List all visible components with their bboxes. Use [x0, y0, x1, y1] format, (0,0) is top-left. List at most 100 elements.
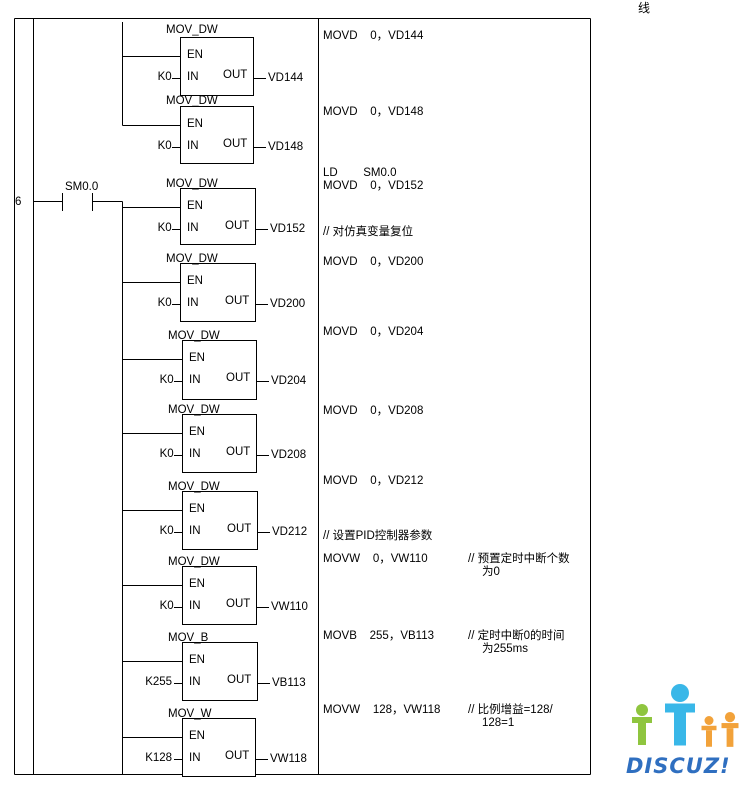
- block-box: [182, 340, 257, 400]
- en-label: EN: [189, 578, 205, 590]
- out-label: OUT: [226, 446, 251, 458]
- out-operand: VD144: [268, 72, 304, 84]
- comment-line: 为0: [482, 565, 500, 578]
- en-label: EN: [189, 654, 205, 666]
- comment-line: 为255ms: [482, 642, 529, 655]
- in-operand: K0: [159, 448, 174, 460]
- instruction-9: MOVB 255，VB113: [323, 630, 434, 643]
- comment-3: // 预置定时中断个数为0: [468, 553, 570, 578]
- instruction-2: MOVD 0，VD148: [323, 106, 423, 119]
- comment-2: // 设置PID控制器参数: [323, 530, 432, 543]
- en-label: EN: [187, 200, 203, 212]
- out-label: OUT: [226, 372, 251, 384]
- out-operand: VW110: [271, 601, 308, 613]
- out-label: OUT: [225, 750, 250, 762]
- comment-5: // 比例增益=128/128=1: [468, 704, 553, 729]
- instruction-line: MOVB 255，VB113: [323, 630, 435, 642]
- block-title: MOV_DW: [168, 330, 220, 342]
- out-label: OUT: [223, 69, 248, 81]
- en-label: EN: [187, 275, 203, 287]
- comment-line: // 预置定时中断个数: [468, 553, 570, 565]
- comment-line: // 对仿真变量复位: [323, 226, 414, 238]
- instruction-8: MOVW 0，VW110: [323, 553, 428, 566]
- in-operand: K0: [157, 71, 172, 83]
- discuz-logo: DISCUZ!: [622, 682, 747, 782]
- instruction-line: MOVW 0，VW110: [323, 553, 428, 565]
- block-box: [182, 718, 256, 777]
- in-label: IN: [187, 140, 199, 152]
- instruction-4: MOVD 0，VD200: [323, 256, 423, 269]
- block-title: MOV_DW: [168, 404, 220, 416]
- instruction-line: MOVD 0，VD200: [323, 256, 424, 268]
- instruction-line: MOVD 0，VD204: [323, 326, 424, 338]
- out-operand: VD204: [271, 375, 307, 387]
- instruction-line: MOVD 0，VD212: [323, 475, 424, 487]
- instruction-line: MOVD 0，VD152: [323, 179, 424, 192]
- en-label: EN: [189, 730, 205, 742]
- in-label: IN: [189, 600, 201, 612]
- block-title: MOV_W: [168, 708, 212, 720]
- in-label: IN: [187, 222, 199, 234]
- in-label: IN: [189, 525, 201, 537]
- out-operand: VB113: [272, 677, 306, 689]
- watermark-text: DISCUZ!: [626, 754, 731, 778]
- instruction-line: MOVD 0，VD208: [323, 405, 424, 417]
- in-operand: K255: [145, 676, 173, 688]
- en-label: EN: [189, 426, 205, 438]
- in-operand: K0: [157, 297, 172, 309]
- out-label: OUT: [223, 138, 248, 150]
- instruction-line: MOVW 128，VW118: [323, 704, 441, 716]
- in-label: IN: [189, 448, 201, 460]
- out-label: OUT: [227, 674, 252, 686]
- block-box: [180, 188, 256, 245]
- comment-line: // 设置PID控制器参数: [323, 530, 433, 542]
- block-box: [182, 491, 258, 550]
- block-title: MOV_DW: [168, 481, 220, 493]
- corner-char: 线: [638, 1, 651, 15]
- block-title: MOV_DW: [166, 95, 218, 107]
- people-icon: [632, 684, 739, 747]
- in-label: IN: [189, 676, 201, 688]
- in-operand: K128: [145, 752, 173, 764]
- comment-1: // 对仿真变量复位: [323, 226, 413, 239]
- in-label: IN: [187, 71, 199, 83]
- comment-4: // 定时中断0的时间为255ms: [468, 630, 564, 655]
- block-box: [182, 566, 257, 625]
- in-label: IN: [189, 752, 201, 764]
- block-box: [180, 37, 254, 96]
- en-label: EN: [187, 118, 203, 130]
- out-operand: VD148: [268, 141, 304, 153]
- block-box: [180, 106, 254, 164]
- network-number: 6: [15, 196, 22, 208]
- in-operand: K0: [159, 525, 174, 537]
- out-label: OUT: [226, 598, 251, 610]
- en-label: EN: [187, 49, 203, 61]
- instruction-5: MOVD 0，VD204: [323, 326, 423, 339]
- block-title: MOV_DW: [166, 24, 218, 36]
- out-operand: VW118: [270, 753, 307, 765]
- in-operand: K0: [157, 222, 172, 234]
- in-operand: K0: [159, 374, 174, 386]
- block-title: MOV_B: [168, 632, 209, 644]
- en-label: EN: [189, 503, 205, 515]
- contact-sm0-0: [62, 193, 93, 211]
- out-label: OUT: [227, 523, 252, 535]
- contact-label: SM0.0: [65, 181, 99, 193]
- in-label: IN: [187, 297, 199, 309]
- out-operand: VD208: [271, 449, 307, 461]
- out-label: OUT: [225, 220, 250, 232]
- block-box: [182, 642, 258, 701]
- in-label: IN: [189, 374, 201, 386]
- out-operand: VD152: [270, 223, 306, 235]
- block-title: MOV_DW: [168, 556, 220, 568]
- instruction-line: MOVD 0，VD148: [323, 106, 424, 118]
- block-box: [180, 263, 256, 322]
- comment-line: // 比例增益=128/: [468, 704, 553, 716]
- instruction-1: MOVD 0，VD144: [323, 30, 423, 43]
- comment-line: 128=1: [482, 716, 515, 729]
- out-operand: VD212: [272, 526, 308, 538]
- instruction-line: LD SM0.0: [323, 167, 397, 179]
- in-operand: K0: [159, 600, 174, 612]
